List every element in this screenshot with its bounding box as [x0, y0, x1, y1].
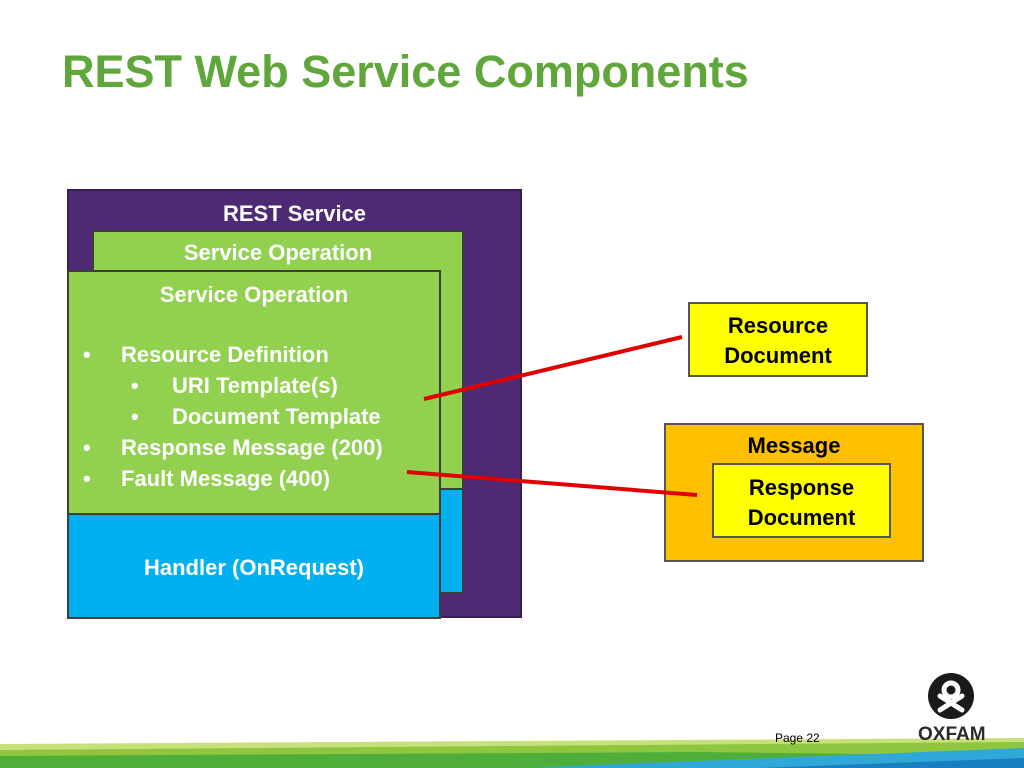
slide-title: REST Web Service Components — [62, 46, 749, 97]
rest-service-label: REST Service — [222, 201, 367, 226]
bullet-marker: • — [131, 373, 139, 398]
response-document-line2: Document — [747, 505, 856, 530]
service-operation-front-label: Service Operation — [159, 282, 349, 307]
bullet-resource-definition: Resource Definition — [121, 342, 329, 367]
bullet-marker: • — [83, 342, 91, 367]
message-label: Message — [747, 433, 841, 458]
handler-label: Handler (OnRequest) — [143, 555, 365, 580]
service-operation-front: Service Operation • Resource Definition … — [67, 270, 441, 515]
oxfam-wordmark: OXFAM — [918, 724, 986, 745]
bullet-uri-templates: URI Template(s) — [172, 373, 338, 398]
handler-box: Handler (OnRequest) — [67, 513, 441, 619]
service-operation-back-label: Service Operation — [183, 240, 373, 265]
footer-stripe — [0, 738, 1024, 768]
oxfam-logo: OXFAM — [918, 672, 986, 747]
resource-document-box: Resource Document — [688, 302, 868, 377]
bullet-marker: • — [83, 466, 91, 491]
response-document-line1: Response — [748, 475, 855, 500]
bullet-response-message: Response Message (200) — [121, 435, 383, 460]
oxfam-symbol-icon — [928, 673, 974, 719]
page-number: Page 22 — [775, 731, 820, 745]
bullet-marker: • — [131, 404, 139, 429]
resource-document-line2: Document — [724, 343, 832, 368]
response-document-box: Response Document — [712, 463, 891, 538]
resource-document-line1: Resource — [727, 313, 829, 338]
bullet-fault-message: Fault Message (400) — [121, 466, 331, 491]
bullet-document-template: Document Template — [172, 404, 381, 429]
bullet-marker: • — [83, 435, 91, 460]
